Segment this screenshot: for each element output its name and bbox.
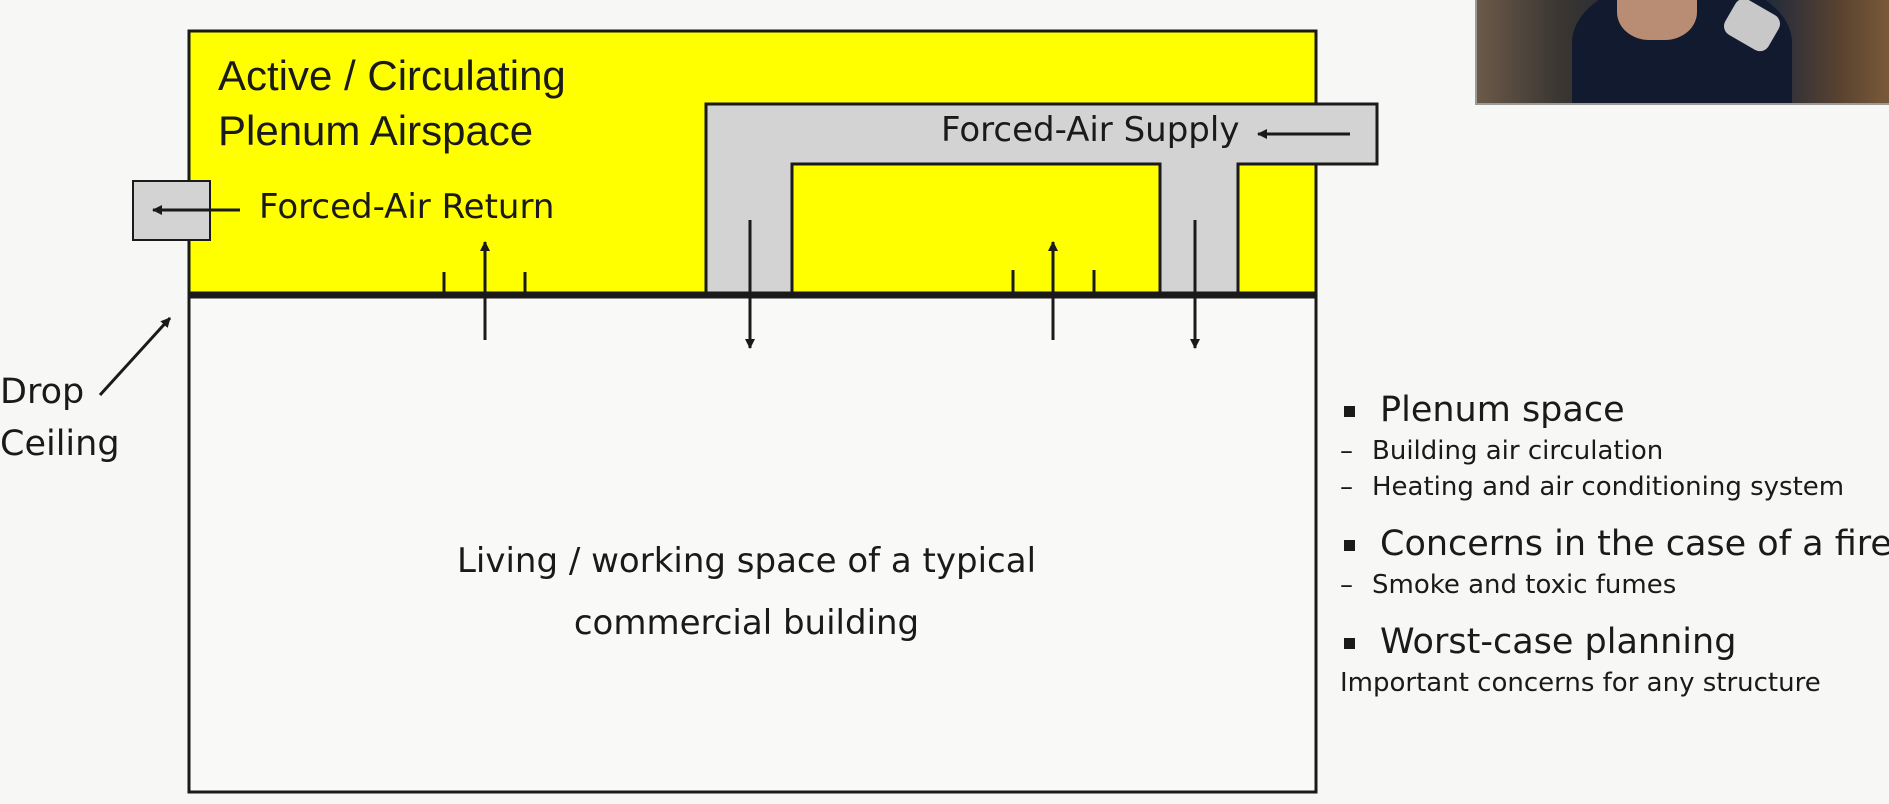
webcam-overlay: [1475, 0, 1889, 105]
bullet-sub: –Smoke and toxic fumes: [1340, 570, 1677, 600]
return-grille-right: [1011, 270, 1096, 296]
bullet-worst-case: Worst-case planning Important concerns f…: [1340, 622, 1889, 698]
sub-text: Smoke and toxic fumes: [1372, 570, 1677, 600]
bullet-title: Plenum space: [1340, 390, 1889, 430]
return-grille-left: [442, 272, 527, 296]
plenum-title-line1: Active / Circulating: [218, 52, 566, 99]
bullet-fire-concerns: Concerns in the case of a fire –Smoke an…: [1340, 524, 1889, 600]
bullet-sub: –Heating and air conditioning system: [1340, 472, 1845, 502]
sub-text: Heating and air conditioning system: [1372, 472, 1845, 502]
bullet-list: Plenum space –Building air circulation –…: [1340, 390, 1889, 698]
drop-ceiling-arrow: [98, 316, 172, 397]
supply-label: Forced-Air Supply: [941, 110, 1240, 150]
drop-ceiling-line2: Ceiling: [0, 424, 120, 464]
drop-ceiling-line1: Drop: [0, 372, 85, 412]
return-label: Forced-Air Return: [259, 187, 555, 227]
bullet-title: Worst-case planning: [1340, 622, 1889, 662]
living-space-label: Living / working space of a typical comm…: [390, 530, 1103, 654]
plenum-title-line2: Plenum Airspace: [218, 107, 534, 154]
living-space: [187, 293, 1318, 794]
living-line2: commercial building: [573, 603, 920, 643]
drop-ceiling-label: Drop Ceiling: [0, 366, 120, 470]
presenter-face: [1617, 0, 1697, 40]
plenum-title: Active / Circulating Plenum Airspace: [218, 48, 566, 158]
living-line1: Living / working space of a typical: [456, 541, 1037, 581]
sub-text: Building air circulation: [1372, 436, 1664, 466]
bullet-note: Important concerns for any structure: [1340, 668, 1821, 698]
bullet-title: Concerns in the case of a fire: [1340, 524, 1889, 564]
bullet-plenum-space: Plenum space –Building air circulation –…: [1340, 390, 1889, 502]
bullet-sub: –Building air circulation: [1340, 436, 1664, 466]
